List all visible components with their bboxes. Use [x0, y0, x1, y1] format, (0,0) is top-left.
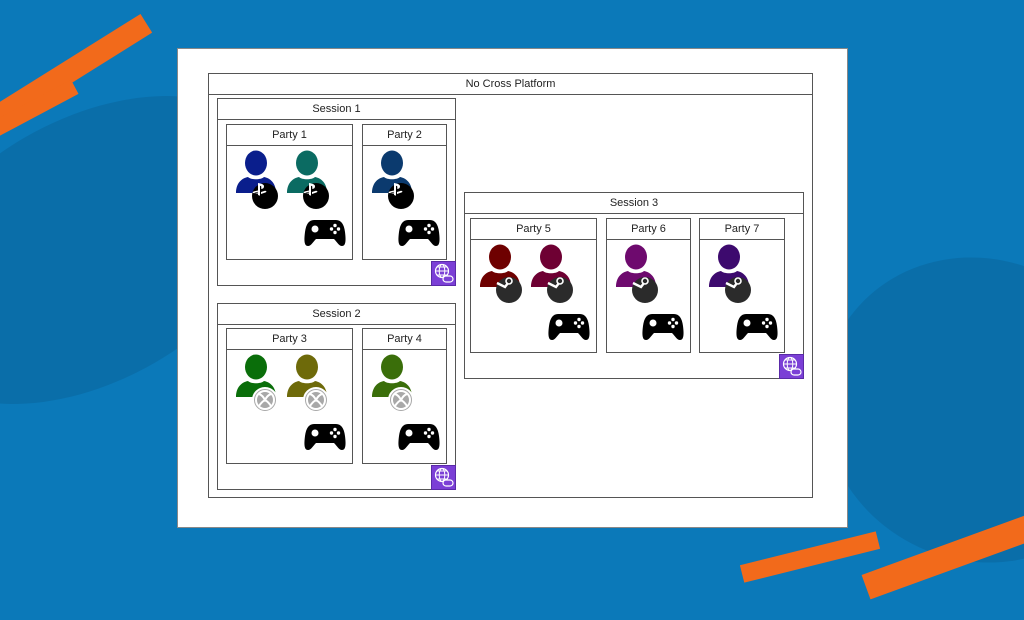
user-avatar-icon	[235, 354, 278, 413]
party-title: Party 3	[227, 329, 352, 350]
user-avatar-icon	[708, 244, 751, 303]
gamepad-icon	[642, 312, 684, 342]
steam-icon	[632, 277, 658, 303]
steam-icon	[547, 277, 573, 303]
xbox-icon	[303, 387, 329, 413]
matchmaking-globe-icon[interactable]	[431, 465, 456, 490]
party-title: Party 5	[471, 219, 596, 240]
party-box: Party 1	[226, 124, 353, 260]
party-box: Party 6	[606, 218, 691, 353]
party-box: Party 7	[699, 218, 785, 353]
playstation-icon	[252, 183, 278, 209]
party-title: Party 1	[227, 125, 352, 146]
user-avatar-icon	[371, 354, 414, 413]
steam-icon	[496, 277, 522, 303]
user-avatar-icon	[371, 150, 414, 209]
user-avatar-icon	[615, 244, 658, 303]
playstation-icon	[388, 183, 414, 209]
user-avatar-icon	[479, 244, 522, 303]
steam-icon	[725, 277, 751, 303]
matchmaking-globe-icon[interactable]	[779, 354, 804, 379]
xbox-icon	[252, 387, 278, 413]
party-box: Party 2	[362, 124, 447, 260]
matchmaking-globe-icon[interactable]	[431, 261, 456, 286]
party-box: Party 3	[226, 328, 353, 464]
session-title: Session 2	[218, 304, 455, 325]
container-title: No Cross Platform	[209, 74, 812, 95]
gamepad-icon	[736, 312, 778, 342]
session-title: Session 3	[465, 193, 803, 214]
gamepad-icon	[398, 218, 440, 248]
user-avatar-icon	[286, 150, 329, 209]
party-box: Party 4	[362, 328, 447, 464]
gamepad-icon	[304, 218, 346, 248]
user-avatar-icon	[235, 150, 278, 209]
party-title: Party 2	[363, 125, 446, 146]
gamepad-icon	[398, 422, 440, 452]
user-avatar-icon	[530, 244, 573, 303]
xbox-icon	[388, 387, 414, 413]
party-box: Party 5	[470, 218, 597, 353]
gamepad-icon	[548, 312, 590, 342]
gamepad-icon	[304, 422, 346, 452]
party-title: Party 6	[607, 219, 690, 240]
user-avatar-icon	[286, 354, 329, 413]
playstation-icon	[303, 183, 329, 209]
orange-streak	[739, 531, 881, 583]
session-title: Session 1	[218, 99, 455, 120]
party-title: Party 7	[700, 219, 784, 240]
party-title: Party 4	[363, 329, 446, 350]
